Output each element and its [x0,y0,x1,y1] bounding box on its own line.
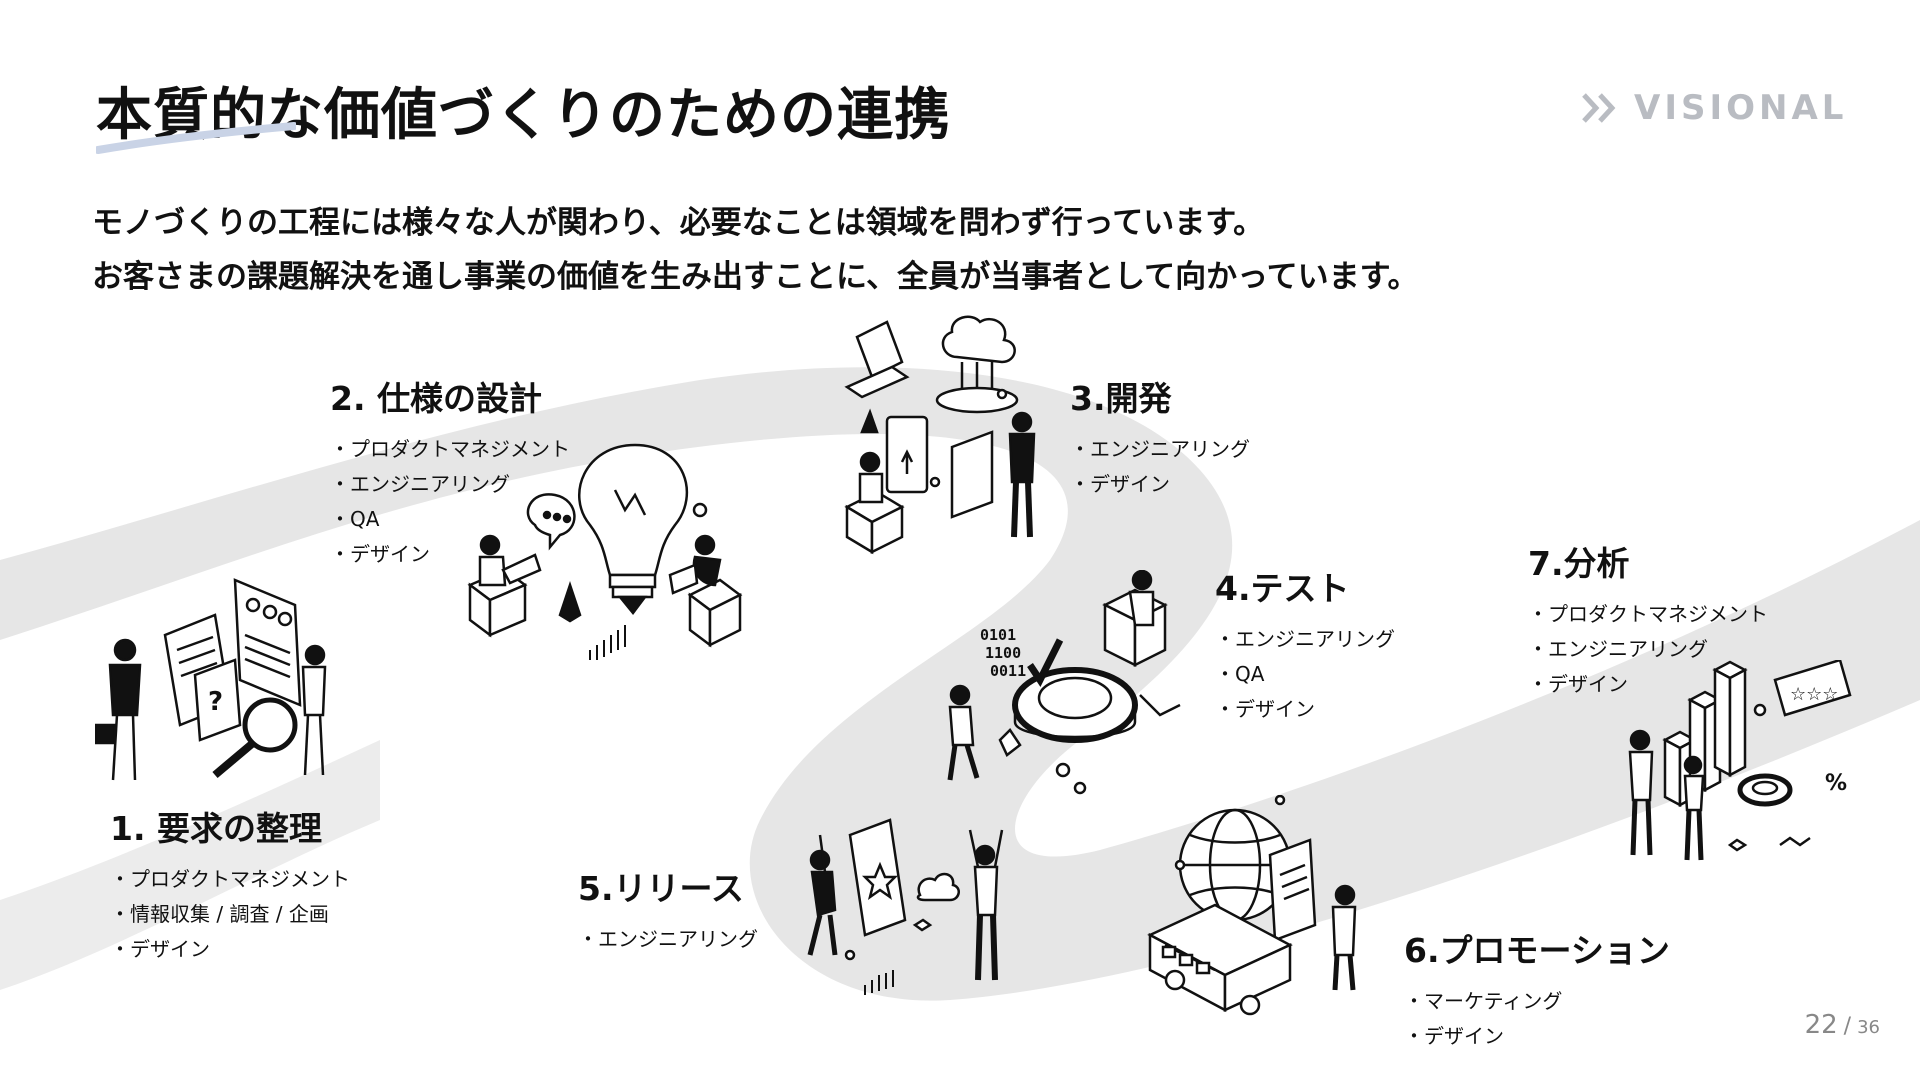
role-item: デザイン [1404,1019,1670,1054]
svg-text:%: % [1825,771,1847,796]
role-item: QA [1215,657,1395,692]
lead-line: お客さまの課題解決を通し事業の価値を生み出すことに、全員が当事者として向かってい… [92,259,1419,295]
step-title: 2. 仕様の設計 [330,379,542,418]
logo-text: VISIONAL [1634,88,1848,128]
title-underline [96,122,296,154]
role-list: プロダクトマネジメント エンジニアリング QA デザイン [330,432,570,572]
role-item: デザイン [330,537,570,572]
page-title: 本質的な価値づくりのための連携 [96,83,951,148]
requirements-illustration: ? [95,578,327,781]
role-item: 情報収集 / 調査 / 企画 [110,897,350,932]
role-item: エンジニアリング [330,467,570,502]
step-5-release: 5.リリース エンジニアリング [578,868,758,957]
test-illustration: 0101 1100 0011 [947,570,1181,795]
role-item: エンジニアリング [1215,622,1395,657]
role-item: エンジニアリング [578,922,758,957]
page-total: 36 [1857,1017,1880,1038]
step-title: 5.リリース [578,869,744,908]
analysis-illustration: ☆☆☆ % [1628,660,1852,861]
role-list: マーケティング デザイン [1404,984,1670,1054]
role-item: QA [330,502,570,537]
development-illustration [844,315,1036,555]
page-current: 22 [1804,1010,1838,1040]
role-list: プロダクトマネジメント エンジニアリング デザイン [1528,597,1768,702]
role-list: エンジニアリング [578,922,758,957]
role-list: エンジニアリング デザイン [1070,432,1250,502]
svg-text:?: ? [208,687,223,717]
role-list: プロダクトマネジメント 情報収集 / 調査 / 企画 デザイン [110,862,350,967]
role-item: デザイン [1215,692,1395,727]
logo-chevron-icon [1582,93,1616,123]
page-separator: / [1843,1014,1852,1039]
step-4-test: 4.テスト エンジニアリング QA デザイン [1215,568,1395,727]
step-title: 7.分析 [1528,544,1630,583]
step-3-development: 3.開発 エンジニアリング デザイン [1070,378,1250,502]
role-item: デザイン [110,932,350,967]
step-6-promotion: 6.プロモーション マーケティング デザイン [1404,930,1670,1054]
svg-text:0011: 0011 [990,662,1026,680]
svg-text:1100: 1100 [985,644,1021,662]
step-title: 3.開発 [1070,379,1172,418]
spec-design-illustration [467,443,743,660]
page-number: 22 / 36 [1805,1010,1880,1040]
lead-line: モノづくりの工程には様々な人が関わり、必要なことは領域を問わず行っています。 [92,205,1265,241]
svg-text:☆☆☆: ☆☆☆ [1790,684,1838,705]
role-item: デザイン [1528,667,1768,702]
role-item: プロダクトマネジメント [1528,597,1768,632]
role-item: プロダクトマネジメント [330,432,570,467]
step-2-spec-design: 2. 仕様の設計 プロダクトマネジメント エンジニアリング QA デザイン [330,378,570,572]
role-item: デザイン [1070,467,1250,502]
lead-text: モノづくりの工程には様々な人が関わり、必要なことは領域を問わず行っています。 お… [92,196,1419,304]
release-illustration [807,818,1004,995]
svg-text:0101: 0101 [980,626,1016,644]
step-title: 6.プロモーション [1404,931,1670,970]
role-item: プロダクトマネジメント [110,862,350,897]
step-7-analysis: 7.分析 プロダクトマネジメント エンジニアリング デザイン [1528,543,1768,702]
promotion-illustration [1147,795,1357,1016]
role-item: エンジニアリング [1070,432,1250,467]
role-item: マーケティング [1404,984,1670,1019]
step-1-requirements: 1. 要求の整理 プロダクトマネジメント 情報収集 / 調査 / 企画 デザイン [110,808,350,967]
role-item: エンジニアリング [1528,632,1768,667]
role-list: エンジニアリング QA デザイン [1215,622,1395,727]
step-title: 4.テスト [1215,569,1350,608]
visional-logo: VISIONAL [1582,88,1847,128]
step-title: 1. 要求の整理 [110,809,322,848]
